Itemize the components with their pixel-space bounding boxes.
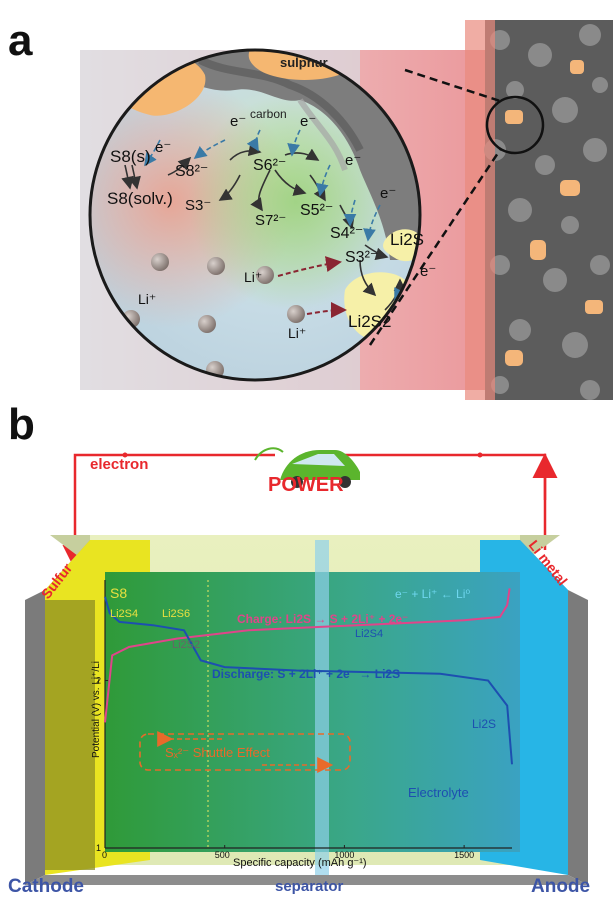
- label-s3-minus: S3⁻: [185, 197, 211, 214]
- label-s6-2: S6²⁻: [253, 157, 286, 174]
- sulfur-pattern: [45, 600, 95, 870]
- x-tick-label: 1500: [454, 850, 474, 860]
- zoom-circle: [485, 95, 545, 155]
- label-electron-3: e⁻: [300, 113, 316, 130]
- label-s7-2: S7²⁻: [255, 212, 286, 229]
- label-electron-6: e⁻: [420, 263, 436, 280]
- curve-label-li2s: Li2S: [472, 717, 496, 731]
- label-li-ion-2: Li⁺: [138, 291, 156, 307]
- label-electron-1: e⁻: [155, 139, 171, 156]
- y-axis-label: Potential (V) vs. Li⁺/Li: [91, 661, 102, 758]
- plot-area: [105, 572, 520, 852]
- y-tick-label: 2: [96, 676, 101, 686]
- label-carbon: carbon: [250, 107, 287, 121]
- label-s5-2: S5²⁻: [300, 202, 333, 219]
- y-tick-label: 1: [96, 843, 101, 853]
- charge-label: Charge: Li2S → S + 2Li⁺ + 2e⁻: [237, 612, 408, 626]
- separator-label: separator: [275, 878, 344, 895]
- label-electron-4: e⁻: [345, 152, 361, 169]
- car-icon: [254, 447, 360, 488]
- anode-casing: [568, 590, 588, 885]
- label-li2s2: Li2S2: [348, 312, 391, 331]
- power-label: POWER: [268, 474, 344, 496]
- panel-b-label: b: [8, 400, 35, 449]
- label-s8solv: S8(solv.): [107, 189, 173, 208]
- electrolyte-label: Electrolyte: [408, 785, 469, 800]
- shuttle-box: [139, 733, 351, 771]
- label-li2s: Li2S: [390, 230, 424, 249]
- curve-label-li2s2: Li2S2: [172, 639, 200, 651]
- curve-label-li2s6: Li2S6: [162, 608, 190, 620]
- x-axis-label: Specific capacity (mAh g⁻¹): [233, 857, 367, 869]
- anode-reaction: e⁻ + Li⁺ ← Li⁰: [395, 587, 470, 601]
- s8-label: S8: [110, 585, 127, 601]
- y-ticks: 12: [96, 676, 108, 853]
- discharge-curve: [104, 596, 513, 765]
- x-tick-label: 1000: [334, 850, 354, 860]
- x-tick-label: 0: [102, 850, 107, 860]
- charge-curve: [104, 588, 511, 723]
- shuttle-label: Sₓ²⁻ Shuttle Effect: [165, 745, 270, 760]
- cathode-casing: [25, 590, 45, 885]
- label-sulphur: sulphur: [280, 55, 328, 70]
- porous-electrode: [465, 20, 613, 400]
- panel-a-diagram: sulphur carbon S8(s) S8(solv.) e⁻ e⁻ e⁻ …: [80, 20, 613, 400]
- label-electron-5: e⁻: [380, 185, 396, 202]
- panel-a-label: a: [8, 16, 33, 65]
- label-li-ion-3: Li⁺: [288, 325, 306, 341]
- discharge-label: Discharge: S + 2Li⁺ + 2e⁻ → Li2S: [212, 667, 400, 681]
- anode-label: Anode: [531, 876, 591, 897]
- separator: [315, 540, 329, 875]
- cathode-label: Cathode: [8, 876, 84, 897]
- label-s3-2: S3²⁻: [345, 249, 378, 266]
- curve-label-li2s4-b: Li2S4: [355, 628, 383, 640]
- label-s4-2: S4²⁻: [330, 225, 363, 242]
- x-tick-label: 500: [215, 850, 230, 860]
- electron-label: electron: [90, 456, 149, 473]
- curve-label-li2s4-a: Li2S4: [110, 608, 138, 620]
- label-s8-2: S8²⁻: [175, 163, 208, 180]
- label-s8s: S8(s): [110, 147, 151, 166]
- magnified-interface: [90, 50, 420, 380]
- label-li-ion-1: Li⁺: [244, 269, 262, 285]
- label-electron-2: e⁻: [230, 113, 246, 130]
